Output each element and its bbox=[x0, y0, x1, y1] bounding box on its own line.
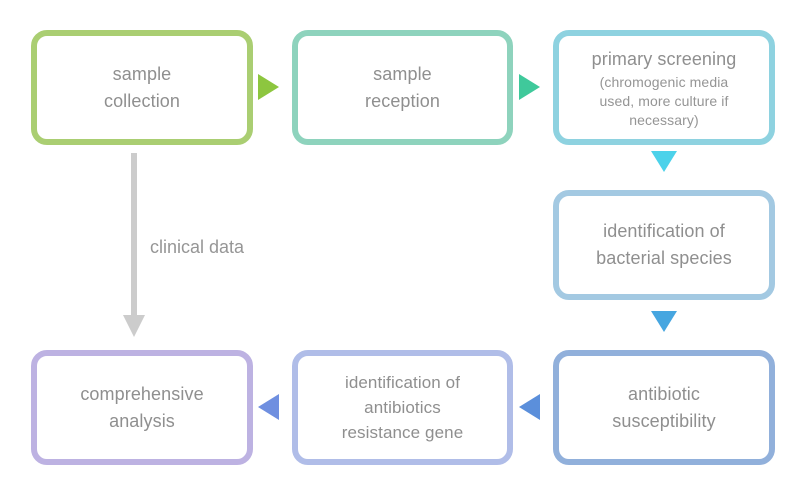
node-primary-screening-subtitle-line-3: necessary) bbox=[629, 111, 699, 128]
node-primary-screening-subtitle-line-1: (chromogenic media bbox=[599, 73, 729, 90]
node-comprehensive-analysis[interactable]: comprehensive analysis bbox=[31, 350, 253, 465]
node-antibiotic-susceptibility-line-2: susceptibility bbox=[612, 410, 716, 431]
node-identification-of-antibiotics-resistance-gene-line-2: antibiotics bbox=[364, 398, 441, 417]
node-identification-of-antibiotics-resistance-gene-line-1: identification of bbox=[344, 373, 461, 392]
arrow-down-icon-screening-to-identification bbox=[651, 151, 677, 172]
node-comprehensive-analysis-line-2: analysis bbox=[109, 410, 175, 431]
arrow-left-icon-susceptibility-to-resistance bbox=[519, 394, 540, 420]
arrow-right-icon-collection-to-reception bbox=[258, 74, 279, 100]
node-sample-reception-line-1: sample bbox=[373, 63, 432, 84]
node-antibiotic-susceptibility-line-1: antibiotic bbox=[627, 383, 701, 404]
node-primary-screening-title: primary screening bbox=[591, 48, 737, 69]
arrow-left-icon-resistance-to-comprehensive bbox=[258, 394, 279, 420]
node-sample-collection[interactable]: sample collection bbox=[31, 30, 253, 145]
arrow-down-icon-identification-to-susceptibility bbox=[651, 311, 677, 332]
node-sample-reception-label: sample reception bbox=[298, 61, 507, 115]
node-identification-of-antibiotics-resistance-gene[interactable]: identification of antibiotics resistance… bbox=[292, 350, 513, 465]
node-sample-collection-line-2: collection bbox=[103, 90, 181, 111]
arrow-down-icon-clinical-data bbox=[123, 315, 145, 337]
node-comprehensive-analysis-line-1: comprehensive bbox=[80, 383, 204, 404]
node-sample-reception[interactable]: sample reception bbox=[292, 30, 513, 145]
node-identification-of-bacterial-species-label: identification of bacterial species bbox=[559, 218, 769, 272]
node-antibiotic-susceptibility[interactable]: antibiotic susceptibility bbox=[553, 350, 775, 465]
node-sample-collection-label: sample collection bbox=[37, 61, 247, 115]
arrow-right-icon-reception-to-screening bbox=[519, 74, 540, 100]
node-comprehensive-analysis-label: comprehensive analysis bbox=[37, 381, 247, 435]
node-identification-of-antibiotics-resistance-gene-line-3: resistance gene bbox=[341, 423, 464, 442]
node-antibiotic-susceptibility-label: antibiotic susceptibility bbox=[559, 381, 769, 435]
node-identification-of-bacterial-species-line-1: identification of bbox=[603, 221, 725, 241]
node-primary-screening-label: primary screening (chromogenic media use… bbox=[559, 46, 769, 130]
node-identification-of-bacterial-species[interactable]: identification of bacterial species bbox=[553, 190, 775, 300]
node-identification-of-bacterial-species-line-2: bacterial species bbox=[596, 248, 732, 268]
node-primary-screening[interactable]: primary screening (chromogenic media use… bbox=[553, 30, 775, 145]
node-sample-reception-line-2: reception bbox=[365, 90, 440, 111]
node-primary-screening-subtitle-line-2: used, more culture if bbox=[599, 92, 729, 109]
node-sample-collection-line-1: sample bbox=[112, 63, 172, 84]
clinical-data-arrow-shaft bbox=[131, 153, 137, 318]
node-identification-of-antibiotics-resistance-gene-label: identification of antibiotics resistance… bbox=[298, 370, 507, 445]
clinical-data-label: clinical data bbox=[150, 237, 245, 257]
